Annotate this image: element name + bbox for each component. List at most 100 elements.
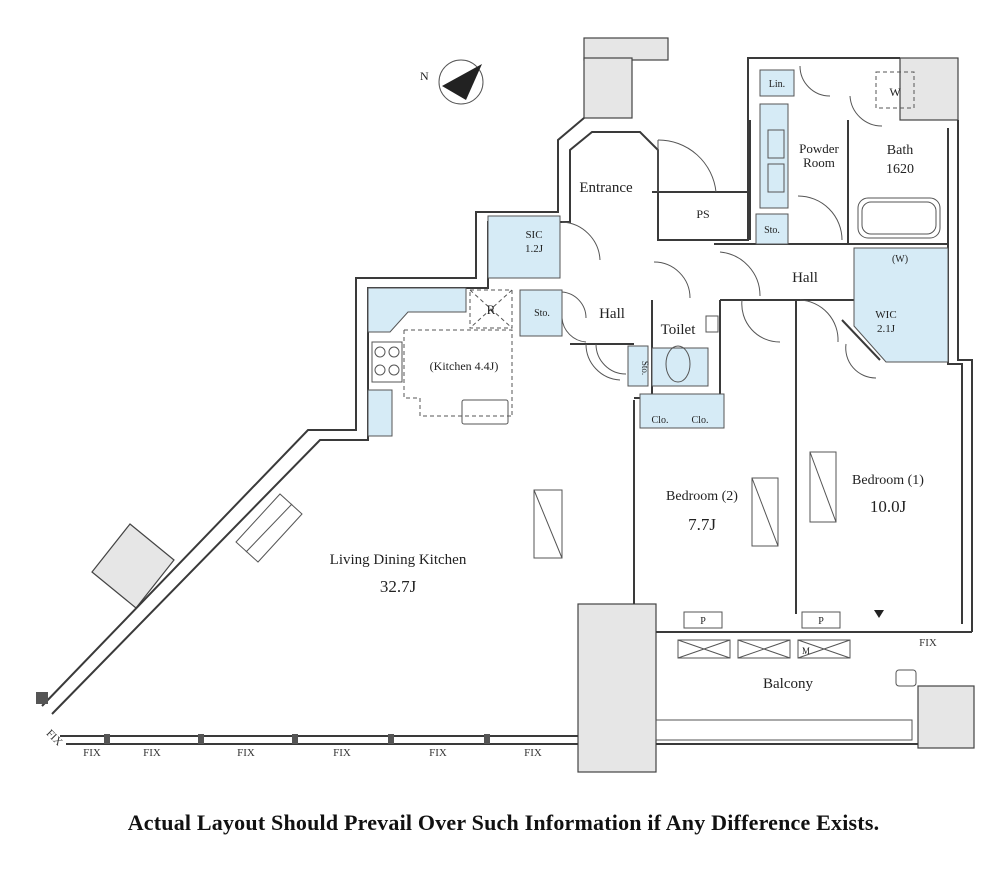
floor-plan: N (36, 37, 975, 773)
storage-label: Sto. (640, 361, 650, 375)
powder-room-label: Powder (799, 141, 839, 156)
bath-size: 1620 (886, 162, 914, 177)
pipe-label: P (700, 616, 706, 627)
burner-icon (374, 364, 386, 376)
wic-w-label: (W) (892, 254, 908, 265)
column-entrance (583, 57, 633, 119)
kitchen-lower-counter (367, 389, 393, 437)
powder-room-label-2: Room (803, 155, 835, 170)
compass: N (420, 59, 484, 105)
toilet-label: Toilet (661, 322, 697, 338)
column-living (91, 523, 175, 609)
bedroom1-label: Bedroom (1) (852, 473, 924, 488)
sic-door (561, 221, 601, 261)
bedroom1-door (799, 299, 839, 343)
toilet-sink-icon (705, 315, 719, 333)
storage-door (595, 343, 627, 375)
column-balcony-left (577, 603, 657, 773)
closet-bedroom2 (639, 393, 725, 429)
wic-area (853, 247, 949, 363)
wic-label: WIC (875, 309, 896, 321)
balcony-features (655, 610, 917, 741)
fix-label: FIX (429, 747, 447, 759)
bath-label: Bath (887, 143, 913, 158)
ac-unit-bedroom1 (809, 451, 837, 523)
ldk-size: 32.7J (380, 577, 417, 596)
hall-door (719, 251, 761, 297)
bathtub-inner (861, 201, 937, 235)
bathtub (857, 197, 941, 239)
fix-label: FIX (83, 747, 101, 759)
linen-door (799, 65, 831, 97)
hall-door (585, 343, 621, 381)
wic-size: 2.1J (877, 323, 896, 335)
column-bath (899, 57, 959, 121)
closet-label: Clo. (692, 415, 709, 426)
sic-label: SIC (525, 229, 542, 241)
bedroom2-size: 7.7J (688, 515, 716, 534)
linen-closet (759, 69, 795, 97)
fix-label: FIX (524, 747, 542, 759)
sink-icon (767, 129, 785, 159)
fix-label: FIX (44, 727, 65, 748)
sto-door (561, 317, 587, 343)
ac-unit-living2 (533, 489, 563, 559)
powder-shelf (759, 103, 789, 209)
toilet-floor (651, 347, 709, 387)
refrigerator-label: R (487, 302, 496, 317)
ldk-label: Living Dining Kitchen (330, 552, 467, 568)
column-top (583, 37, 669, 61)
toilet-door (653, 261, 691, 299)
fix-label: FIX (333, 747, 351, 759)
room-labels: Living Dining Kitchen 32.7J (Kitchen 4.4… (330, 79, 925, 692)
ac-unit-bedroom2 (751, 477, 779, 547)
ac-unit-living (235, 493, 303, 563)
storage-hall (519, 289, 563, 337)
disclaimer-text: Actual Layout Should Prevail Over Such I… (127, 810, 880, 835)
entrance-door (657, 139, 717, 193)
balcony-railing (655, 719, 913, 741)
refrigerator-space (469, 289, 513, 329)
kitchen-upper-counter (367, 287, 467, 333)
wic-door (845, 343, 877, 379)
bedroom2-door (741, 299, 781, 343)
fix-label: FIX (237, 747, 255, 759)
burner-icon (388, 346, 400, 358)
pipe-box (683, 611, 723, 629)
closet-label: Clo. (652, 415, 669, 426)
meter-box (797, 639, 851, 659)
sic-area (487, 215, 561, 279)
bedroom1-size: 10.0J (870, 497, 907, 516)
pipe-box (801, 611, 841, 629)
storage-powder (755, 213, 789, 245)
kitchen-sink (461, 399, 509, 425)
cooktop (371, 341, 403, 383)
kitchen-label: (Kitchen 4.4J) (430, 359, 499, 373)
bedroom2-label: Bedroom (2) (666, 489, 738, 504)
meter-label: M (802, 646, 810, 656)
linen-label: Lin. (769, 79, 785, 90)
bath-door (849, 95, 883, 127)
washer-label: W (889, 85, 901, 99)
triangle-marker-icon (874, 610, 884, 618)
outdoor-unit (677, 639, 731, 659)
burner-icon (388, 364, 400, 376)
fix-label: FIX (143, 747, 161, 759)
storage-areas (367, 69, 949, 437)
burner-icon (374, 346, 386, 358)
sto-door (561, 291, 587, 319)
fix-label: FIX (919, 637, 937, 649)
compass-needle-icon (442, 64, 482, 100)
ps-label: PS (696, 207, 709, 221)
storage-label: Sto. (764, 225, 780, 236)
compass-north-label: N (420, 69, 429, 83)
bath-fixtures (665, 71, 941, 383)
sink-icon (767, 163, 785, 193)
window-posts (36, 692, 490, 744)
balcony-label: Balcony (763, 676, 813, 692)
outdoor-unit (737, 639, 791, 659)
toilet-bowl-icon (665, 345, 691, 383)
hall-label: Hall (599, 306, 625, 322)
column-balcony-right (917, 685, 975, 749)
sic-size: 1.2J (525, 243, 544, 255)
